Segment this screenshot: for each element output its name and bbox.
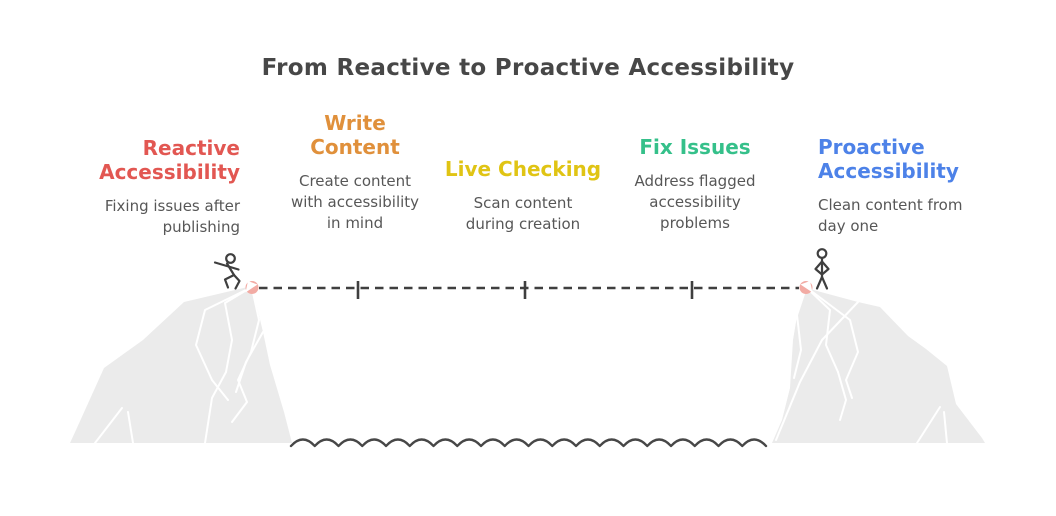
stage-proactive-accessibility: Proactive Accessibility Clean content fr…	[818, 135, 1008, 237]
connector-endpoint-left	[245, 281, 259, 294]
walking-stick-figure-icon	[213, 253, 241, 290]
stage-label: Live Checking	[444, 157, 602, 181]
journey-timeline	[259, 281, 799, 299]
right-cliff-facets	[775, 287, 948, 444]
stage-description: Scan content during creation	[465, 194, 581, 233]
standing-stick-figure-icon	[814, 248, 830, 290]
stage-reactive-accessibility: Reactive Accessibility Fixing issues aft…	[70, 136, 240, 238]
left-cliff-illustration	[70, 286, 292, 444]
stage-write-content: Write Content Create content with access…	[270, 111, 440, 234]
stage-fix-issues: Fix Issues Address flagged accessibility…	[610, 135, 780, 234]
stage-description: Address flagged accessibility problems	[634, 172, 756, 232]
connector-endpoints	[245, 281, 813, 294]
left-cliff-facets	[94, 287, 264, 444]
connector-endpoint-right	[799, 281, 813, 294]
stage-description: Create content with accessibility in min…	[290, 172, 420, 232]
left-cliff	[70, 286, 292, 443]
stage-description: Clean content from day one	[818, 196, 963, 235]
stage-label: Fix Issues	[639, 135, 751, 159]
page-title: From Reactive to Proactive Accessibility	[261, 55, 795, 81]
right-cliff	[772, 288, 985, 443]
stage-live-checking: Live Checking Scan content during creati…	[438, 157, 608, 235]
right-cliff-illustration	[772, 287, 985, 444]
stage-label: Proactive Accessibility	[818, 135, 959, 183]
water-wave	[289, 438, 768, 448]
stage-description: Fixing issues after publishing	[104, 197, 240, 236]
stage-label: Write Content	[310, 111, 400, 159]
stage-label: Reactive Accessibility	[99, 136, 240, 184]
